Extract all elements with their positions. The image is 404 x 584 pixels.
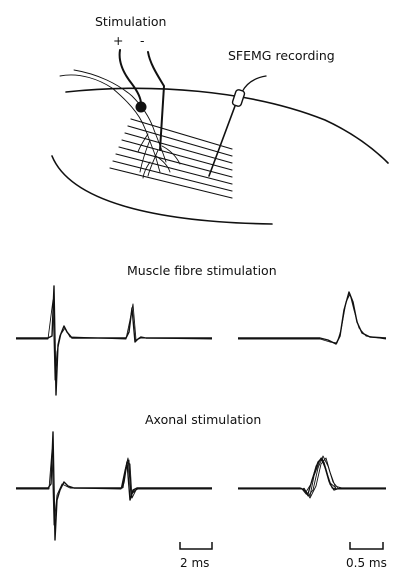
stimulation-label: Stimulation <box>95 14 166 29</box>
needle-hub <box>231 89 246 107</box>
nerve-axons <box>59 69 181 179</box>
stimulation-wire-negative <box>147 51 165 151</box>
scalebar-left-label: 2 ms <box>180 556 209 570</box>
muscle-fibre-trace-left <box>16 285 213 396</box>
scalebar-right <box>349 542 384 550</box>
axonal-trace-left <box>16 431 212 541</box>
needle-cable <box>241 75 267 93</box>
muscle-fibre-trace-right <box>238 291 387 345</box>
scalebar-right-label: 0.5 ms <box>346 556 387 570</box>
plus-label: + <box>113 33 123 48</box>
axonal-trace-right <box>238 455 386 499</box>
minus-label: - <box>140 33 145 48</box>
schematic-diagram <box>51 49 389 225</box>
axonal-title: Axonal stimulation <box>145 412 261 427</box>
sfemg-recording-label: SFEMG recording <box>228 48 335 63</box>
stimulation-wire-positive <box>118 49 142 105</box>
limb-outline-upper <box>65 87 389 164</box>
scalebar-left <box>179 542 213 550</box>
muscle-fibres <box>109 118 233 199</box>
needle-shaft <box>208 105 236 177</box>
limb-outline-lower <box>51 155 273 225</box>
sfemg-needle <box>208 75 267 177</box>
muscle-fibre-title: Muscle fibre stimulation <box>127 263 277 278</box>
